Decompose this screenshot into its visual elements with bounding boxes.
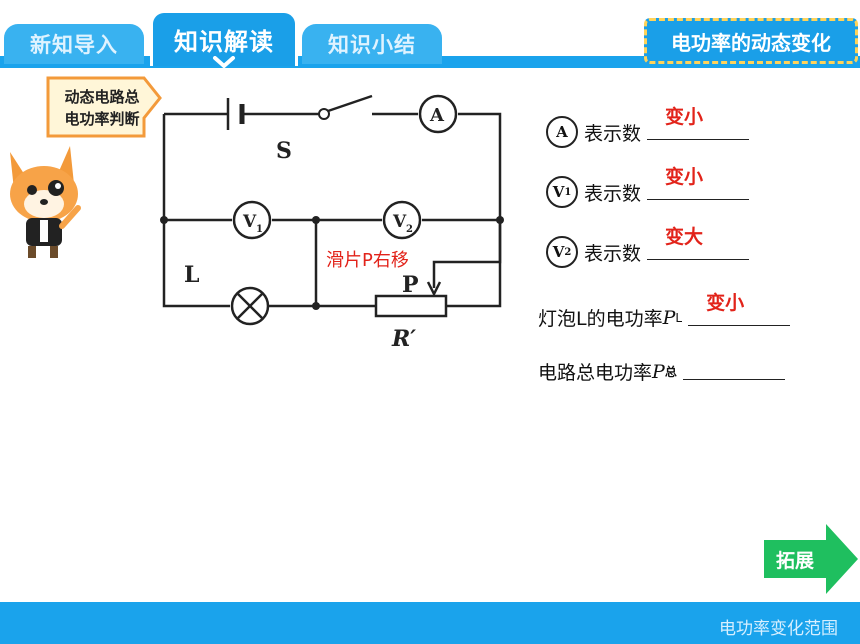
- power-symbol: P: [652, 360, 665, 383]
- answer-blank[interactable]: 变小: [688, 292, 791, 326]
- answer-blank[interactable]: 变小: [647, 106, 750, 140]
- expand-arrow-button[interactable]: [762, 522, 860, 596]
- ammeter-label: A: [429, 105, 445, 126]
- meter-letter: V: [552, 243, 565, 261]
- power-symbol: P: [662, 306, 676, 329]
- slider-label: P: [402, 272, 419, 298]
- switch-pivot: [318, 108, 330, 120]
- expand-button-label[interactable]: 拓展: [776, 550, 815, 572]
- answer-blank[interactable]: [682, 364, 785, 380]
- answer-text: 变大: [665, 226, 704, 248]
- rheostat-icon: [374, 294, 448, 318]
- speech-bubble-text: 动态电路总 电功率判断: [48, 86, 156, 130]
- voltmeter1-sub: 1: [256, 224, 263, 235]
- ammeter-icon: A: [546, 116, 578, 148]
- question-text: 表示数: [584, 182, 642, 205]
- tab-knowledge-summary[interactable]: 知识小结: [302, 24, 442, 64]
- voltmeter1-icon: [232, 200, 272, 240]
- question-text: 电路总电功率: [538, 362, 653, 384]
- answer-blank[interactable]: 变大: [647, 226, 750, 260]
- voltmeter2-icon: [382, 200, 422, 240]
- answer-text: 变小: [706, 291, 745, 314]
- switch-label: S: [276, 138, 292, 164]
- bottom-bar: 电功率变化范围: [0, 602, 860, 644]
- question-text: 表示数: [584, 242, 642, 265]
- voltmeter1-label: V: [242, 212, 257, 232]
- chevron-down-icon: [213, 56, 235, 69]
- switch-blade: [327, 94, 373, 113]
- meter-letter: A: [556, 123, 568, 141]
- power-sub: L: [675, 310, 683, 325]
- slider-move-note: 滑片P右移: [326, 250, 409, 271]
- power-range-link[interactable]: 电功率变化范围: [719, 619, 838, 639]
- question-text: 表示数: [584, 122, 642, 145]
- question-ammeter: A 表示数 变小: [546, 106, 750, 148]
- circuit-diagram: S A V 1 V 2 L P R′: [160, 94, 504, 352]
- slider-arrow-icon: [426, 281, 442, 297]
- speech-bubble: [46, 76, 162, 138]
- meter-sub: 1: [564, 186, 572, 198]
- main-content: [0, 68, 860, 602]
- answer-blank[interactable]: 变小: [647, 166, 750, 200]
- speech-bubble-line: 电功率判断: [64, 110, 140, 128]
- lamp-label: L: [184, 262, 199, 288]
- speech-bubble-line: 动态电路总: [64, 88, 140, 106]
- tab-knowledge-reading[interactable]: 知识解读: [150, 10, 298, 66]
- power-sub: 总: [664, 365, 677, 379]
- fox-mascot-icon: [10, 146, 81, 258]
- meter-letter: V: [552, 183, 565, 201]
- voltmeter2-label: V: [392, 212, 407, 232]
- question-text: 灯泡L的电功率: [538, 308, 663, 330]
- ammeter-icon: [418, 94, 458, 134]
- meter-sub: 2: [564, 246, 572, 258]
- answer-text: 变小: [665, 106, 704, 128]
- lesson-title-badge: 电功率的动态变化: [644, 18, 858, 64]
- voltmeter2-sub: 2: [406, 224, 413, 235]
- tab-new-knowledge[interactable]: 新知导入: [4, 24, 144, 64]
- answer-text: 变小: [665, 166, 704, 188]
- rheostat-label: R′: [391, 326, 416, 352]
